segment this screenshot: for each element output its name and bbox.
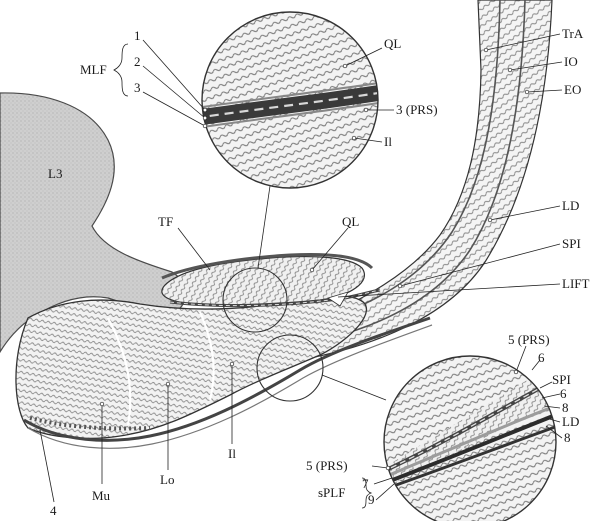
zoom-source-1 <box>222 267 288 333</box>
label-5-prs-top: 5 (PRS) <box>508 332 550 347</box>
label-1: 1 <box>134 28 141 43</box>
label-il-zoom: Il <box>384 134 392 149</box>
label-ql-zoom: QL <box>384 36 401 51</box>
posterior-layer <box>23 316 431 442</box>
lift-triangle <box>327 291 349 307</box>
label-ld-zoom: LD <box>562 414 579 429</box>
paraspinal-muscles <box>15 295 368 440</box>
io-eo-boundary <box>329 0 526 339</box>
posterior-layer-inner <box>27 324 433 449</box>
zoom-connector-2 <box>321 374 387 401</box>
label-lo: Lo <box>160 472 174 487</box>
label-ld: LD <box>562 198 579 213</box>
beaded-strip <box>29 416 151 431</box>
mlf-bracket <box>113 43 129 97</box>
label-tra: TrA <box>562 26 584 41</box>
label-6b: 6 <box>560 386 567 401</box>
label-spi: SPI <box>562 236 581 251</box>
leader-3 <box>142 91 206 127</box>
anterior-layer <box>161 252 374 280</box>
label-il-main: Il <box>228 446 236 461</box>
tra-io-boundary <box>317 0 501 323</box>
label-l3: L3 <box>48 166 62 181</box>
zoom-inset-splf <box>383 355 557 521</box>
middle-layer-dash <box>169 289 381 307</box>
label-io: IO <box>564 54 578 69</box>
label-mlf: MLF <box>80 62 107 77</box>
septum-mu-lo <box>107 317 132 426</box>
splf-bracket <box>361 477 373 509</box>
label-3-prs: 3 (PRS) <box>396 102 438 117</box>
label-lift: LIFT <box>562 276 590 291</box>
label-9: 9 <box>368 492 375 507</box>
label-ql-main: QL <box>342 214 359 229</box>
septum-lo-il <box>198 311 215 401</box>
label-6a: 6 <box>538 350 545 365</box>
label-splf: sPLF <box>318 485 345 500</box>
label-eo: EO <box>564 82 581 97</box>
zoom-source-2 <box>256 334 324 402</box>
label-4: 4 <box>50 503 57 518</box>
label-mu: Mu <box>92 488 111 503</box>
zoom-connector-1 <box>257 185 271 269</box>
label-8b: 8 <box>564 430 571 445</box>
leader-2 <box>142 65 206 119</box>
label-3: 3 <box>134 80 141 95</box>
label-5-prs-bot: 5 (PRS) <box>306 458 348 473</box>
label-tf: TF <box>158 214 173 229</box>
label-8a: 8 <box>562 400 569 415</box>
label-spi-zoom: SPI <box>552 372 571 387</box>
label-7: 7 <box>362 476 369 491</box>
label-2: 2 <box>134 54 141 69</box>
leader-1 <box>142 39 206 111</box>
zoom-inset-mlf <box>201 11 379 189</box>
